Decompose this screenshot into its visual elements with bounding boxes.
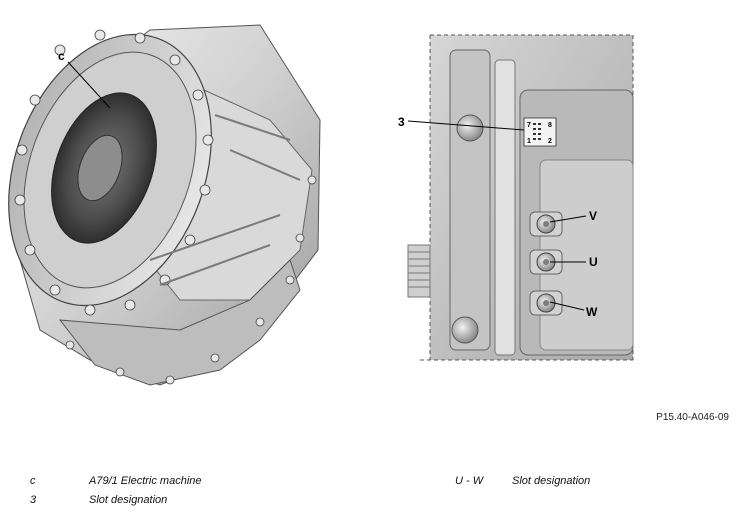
slot-number-7: 7	[527, 122, 531, 129]
callout-v: V	[589, 209, 597, 223]
callout-c: c	[58, 49, 65, 63]
slot-number-2: 2	[548, 138, 552, 145]
legend-key: U - W	[455, 475, 484, 487]
legend-key: 3	[30, 494, 37, 506]
callout-u: U	[589, 255, 598, 269]
housing-details	[149, 114, 301, 286]
boss-top	[456, 114, 484, 142]
spline-shaft	[407, 244, 431, 298]
rail-left	[449, 49, 491, 351]
terminal-w	[529, 290, 563, 316]
legend-key: c	[30, 475, 36, 487]
legend-text: Slot designation	[89, 494, 168, 506]
slot-number-1: 1	[527, 138, 531, 145]
figure-reference-code: P15.40-A046-09	[656, 412, 729, 423]
legend-text: Slot designation	[512, 475, 591, 487]
callout-c-leader	[67, 61, 111, 109]
callout-3-leader	[407, 120, 525, 131]
terminal-v	[529, 211, 563, 237]
legend-text: A79/1 Electric machine	[89, 475, 202, 487]
callout-w: W	[586, 305, 598, 319]
slot-designation-block: 7 8 1 2	[523, 117, 557, 147]
callout-v-leader	[549, 215, 587, 223]
boss-bottom	[451, 316, 479, 344]
callout-3: 3	[398, 115, 405, 129]
callout-w-leader	[549, 301, 585, 311]
base-bolts	[65, 175, 317, 385]
slot-number-8: 8	[548, 122, 552, 129]
flange-bolts	[14, 29, 214, 316]
rail-mid	[494, 59, 516, 356]
